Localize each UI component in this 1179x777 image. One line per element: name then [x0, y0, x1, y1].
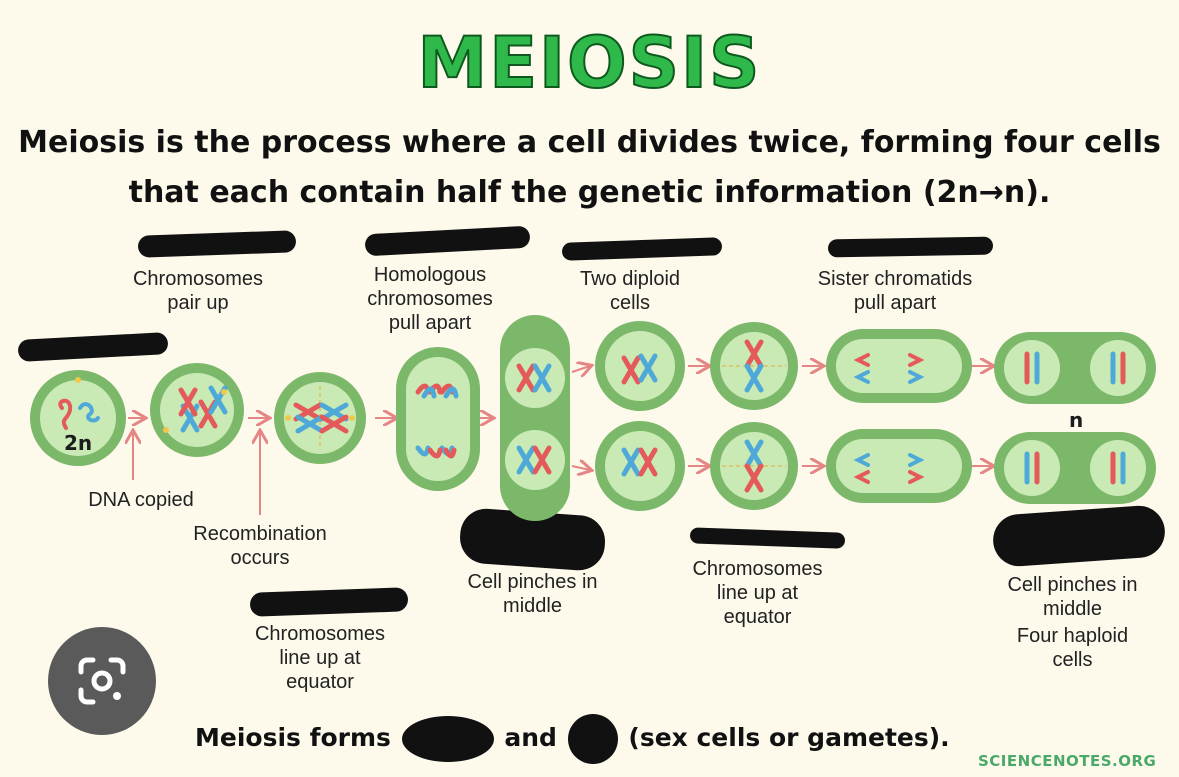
label-sister: Sister chromatids pull apart	[817, 268, 973, 314]
lens-icon	[78, 657, 126, 705]
cell-prophase-2-top	[595, 321, 685, 411]
label-pinches-1: Cell pinches in middle	[467, 571, 598, 617]
redaction-scribbles	[18, 226, 1165, 617]
label-n: n	[1069, 408, 1084, 432]
cell-metaphase-2-bottom	[710, 422, 798, 510]
redaction-blot-2	[567, 714, 618, 764]
label-2n: 2n	[64, 431, 93, 455]
lens-button[interactable]	[48, 627, 156, 735]
cell-telophase-2-bottom	[994, 432, 1156, 504]
cell-anaphase-2-top	[826, 329, 972, 403]
cell-metaphase-2-top	[710, 322, 798, 410]
cell-interphase	[30, 370, 126, 466]
label-pinches-2: Cell pinches in middle	[1007, 574, 1138, 620]
bottom-sentence: Meiosis forms and (sex cells or gametes)…	[195, 714, 950, 764]
redaction-blot-1	[401, 716, 494, 762]
cell-anaphase-1	[396, 347, 480, 491]
subtitle: Meiosis is the process where a cell divi…	[0, 118, 1179, 218]
cell-metaphase-1	[274, 372, 366, 464]
credit: SCIENCENOTES.ORG	[978, 752, 1157, 770]
cell-prophase-1	[150, 363, 244, 457]
cell-telophase-1	[500, 315, 570, 521]
cell-telophase-2-top	[994, 332, 1156, 404]
label-line-up-1: Chromosomes line up at equator	[254, 623, 386, 693]
label-pair-up: Chromosomes pair up	[132, 268, 264, 314]
label-recombination: Recombination occurs	[193, 523, 327, 569]
stage-arrows	[128, 366, 992, 515]
cell-anaphase-2-bottom	[826, 429, 972, 503]
label-two-diploid: Two diploid cells	[579, 268, 681, 314]
label-line-up-2: Chromosomes line up at equator	[692, 558, 823, 628]
bottom-part-2: and	[504, 723, 557, 752]
subtitle-line-1: Meiosis is the process where a cell divi…	[18, 125, 1161, 160]
label-dna-copied: DNA copied	[88, 489, 194, 511]
label-four-haploid: Four haploid cells	[1016, 625, 1129, 671]
bottom-part-1: Meiosis forms	[195, 723, 391, 752]
label-homologous: Homologous chromosomes pull apart	[367, 264, 493, 334]
bottom-part-3: (sex cells or gametes).	[628, 723, 950, 752]
subtitle-line-2: that each contain half the genetic infor…	[128, 175, 1051, 210]
cell-prophase-2-bottom	[595, 421, 685, 511]
page-title: MEIOSIS	[417, 21, 762, 105]
